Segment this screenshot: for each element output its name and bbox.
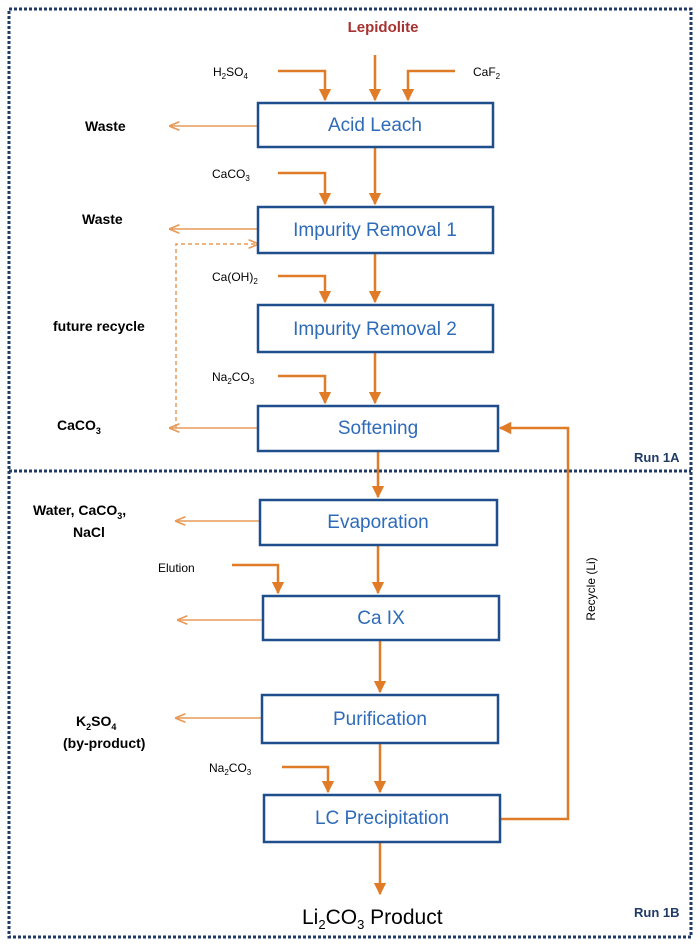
output-label-waste1: Waste xyxy=(85,118,126,134)
run-label-1a: Run 1A xyxy=(634,450,680,465)
output-label-future-recycle: future recycle xyxy=(53,318,145,334)
future-recycle-arrow xyxy=(175,244,258,428)
input-arrow-na2co3-a xyxy=(278,374,332,405)
process-box-evaporation: Evaporation xyxy=(258,498,499,547)
process-label-purification: Purification xyxy=(333,709,427,730)
process-label-ca-ix: Ca IX xyxy=(357,608,405,629)
output-label-evaporation-line1: Water, CaCO3, xyxy=(33,502,126,521)
input-arrow-na2co3-b xyxy=(282,765,335,794)
reagent-label-na2co3-a: Na2CO3 xyxy=(212,370,255,386)
process-label-impurity-removal-2: Impurity Removal 2 xyxy=(293,319,457,340)
output-label-byproduct: (by-product) xyxy=(63,735,145,751)
output-label-k2so4: K2SO4 xyxy=(76,713,116,732)
process-label-lc-precipitation: LC Precipitation xyxy=(315,808,449,829)
main-flow xyxy=(368,55,387,896)
recycle-loop-arrow xyxy=(498,421,570,821)
process-box-softening: Softening xyxy=(256,404,500,453)
reagent-inputs xyxy=(232,69,455,794)
reagent-label-caco3: CaCO3 xyxy=(212,167,250,183)
process-box-ca-ix: Ca IX xyxy=(261,594,501,642)
process-label-evaporation: Evaporation xyxy=(327,512,428,533)
process-box-impurity-removal-1: Impurity Removal 1 xyxy=(256,205,495,255)
run-label-1b: Run 1B xyxy=(634,905,680,920)
process-label-softening: Softening xyxy=(338,418,418,439)
input-arrow-caoh2 xyxy=(278,274,332,304)
process-box-impurity-removal-2: Impurity Removal 2 xyxy=(256,303,495,354)
process-box-purification: Purification xyxy=(260,693,500,745)
process-label-acid-leach: Acid Leach xyxy=(328,115,422,136)
output-label-evaporation-line2: NaCl xyxy=(73,524,105,540)
output-labels: Waste Waste future recycle CaCO3 Water, … xyxy=(33,118,145,751)
reagent-label-elution: Elution xyxy=(158,561,195,575)
output-label-waste2: Waste xyxy=(82,211,123,227)
process-box-acid-leach: Acid Leach xyxy=(256,101,495,149)
reagent-labels: H2SO4 CaF2 CaCO3 Ca(OH)2 Na2CO3 Elution … xyxy=(158,65,501,777)
input-arrow-elution xyxy=(232,563,285,595)
process-box-lc-precipitation: LC Precipitation xyxy=(262,793,502,844)
reagent-label-h2so4: H2SO4 xyxy=(213,65,248,81)
side-outputs xyxy=(170,126,263,718)
input-arrow-h2so4 xyxy=(278,69,332,102)
input-arrow-caco3 xyxy=(278,171,332,206)
output-label-caco3: CaCO3 xyxy=(57,417,101,436)
reagent-label-caoh2: Ca(OH)2 xyxy=(212,270,258,286)
diagram-title: Lepidolite xyxy=(348,19,419,36)
process-label-impurity-removal-1: Impurity Removal 1 xyxy=(293,220,457,241)
product-label: Li2CO3 Product xyxy=(302,906,443,932)
process-boxes: Acid Leach Impurity Removal 1 Impurity R… xyxy=(256,101,502,844)
recycle-label: Recycle (Li) xyxy=(584,557,598,620)
diagram-frame xyxy=(7,7,693,939)
reagent-label-caf2: CaF2 xyxy=(473,65,501,81)
reagent-label-na2co3-b: Na2CO3 xyxy=(209,761,252,777)
input-arrow-caf2 xyxy=(401,69,455,102)
